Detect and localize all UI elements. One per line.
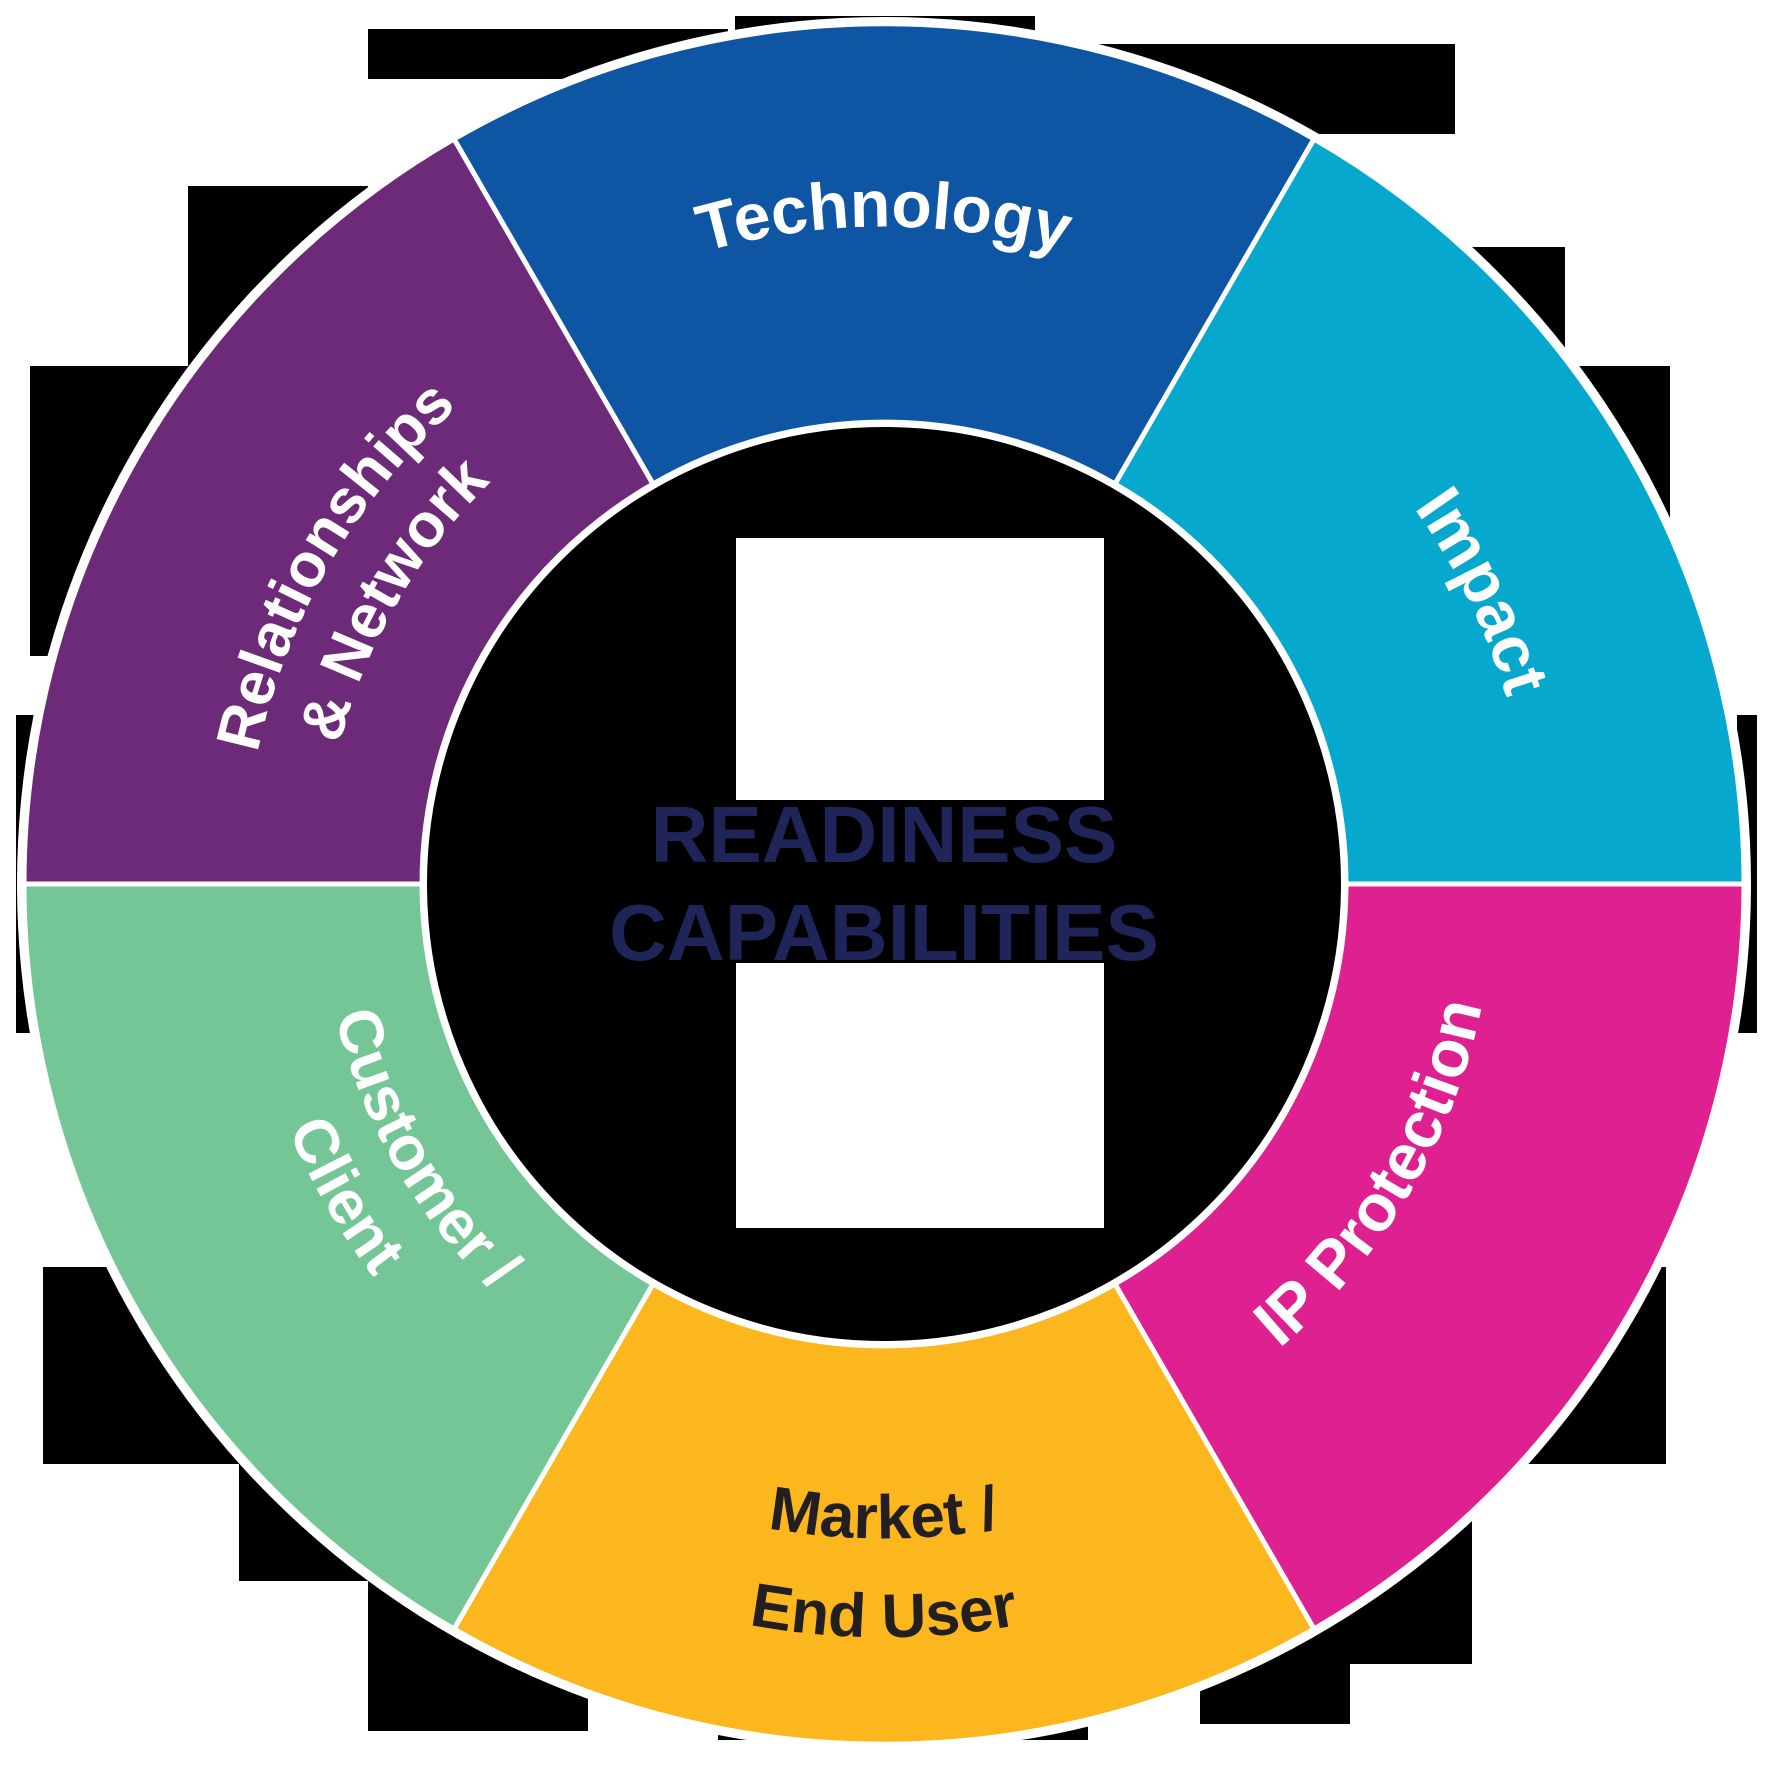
label-market-text-2: End User bbox=[746, 1571, 1021, 1652]
center-panel-bottom bbox=[736, 963, 1104, 1228]
center-panel-top bbox=[736, 538, 1104, 800]
label-market-line2: End User bbox=[746, 1571, 1021, 1652]
ring-segments bbox=[21, 21, 1747, 1747]
center-hole bbox=[421, 421, 1347, 1347]
label-market-text-1: Market / bbox=[765, 1474, 1002, 1553]
label-market-line1: Market / bbox=[765, 1474, 1002, 1553]
center-title-line1: READINESS bbox=[651, 790, 1118, 879]
center-title-line2: CAPABILITIES bbox=[609, 888, 1159, 977]
